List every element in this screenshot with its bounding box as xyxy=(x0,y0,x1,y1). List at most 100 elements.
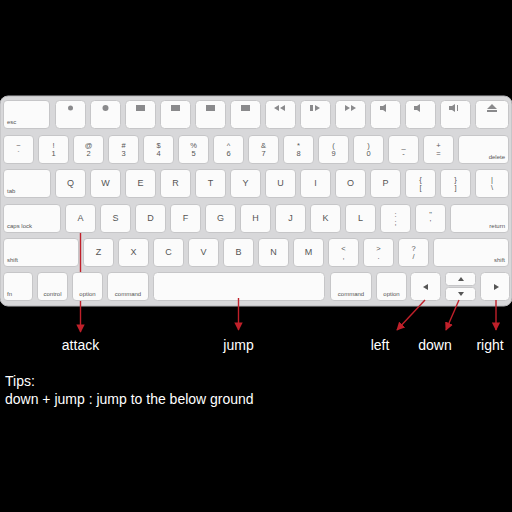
key-legend: G xyxy=(217,214,224,223)
keyboard-key: B xyxy=(223,238,254,267)
keyboard-key: control xyxy=(37,272,68,301)
keyboard-key: ~` xyxy=(3,135,34,164)
key-legend: , xyxy=(342,253,344,261)
key-legend: X xyxy=(130,248,136,257)
key-legend: O xyxy=(347,179,354,188)
key-legend: \ xyxy=(491,184,493,192)
keyboard-key: delete xyxy=(458,135,509,164)
key-legend: ( xyxy=(332,142,335,150)
keyboard-key: _- xyxy=(388,135,419,164)
keyboard-key: <, xyxy=(328,238,359,267)
function-key-icons xyxy=(68,104,497,112)
control-label: right xyxy=(476,338,503,353)
key-legend: K xyxy=(322,214,328,223)
key-legend: caps lock xyxy=(7,223,32,229)
key-legend: delete xyxy=(489,154,505,160)
keyboard-key: Z xyxy=(83,238,114,267)
key-legend: ) xyxy=(367,142,370,150)
key-legend: E xyxy=(137,179,143,188)
key-legend: D xyxy=(147,214,154,223)
keyboard-key: I xyxy=(300,169,331,198)
key-legend: ? xyxy=(411,245,415,253)
keyboard-key: option xyxy=(72,272,103,301)
key-legend: S xyxy=(112,214,118,223)
keyboard-key: option xyxy=(376,272,407,301)
keyboard-key: }] xyxy=(440,169,471,198)
key-legend: } xyxy=(454,176,457,184)
key-legend: command xyxy=(115,291,141,297)
keyboard-key: O xyxy=(335,169,366,198)
keyboard-key: G xyxy=(205,204,236,233)
tips-heading: Tips: xyxy=(5,374,35,389)
key-legend: 7 xyxy=(261,150,265,158)
keyboard-key: += xyxy=(423,135,454,164)
keyboard-key: %5 xyxy=(178,135,209,164)
keyboard-key: A xyxy=(65,204,96,233)
key-legend: T xyxy=(208,179,214,188)
key-legend: ! xyxy=(52,142,54,150)
key-legend: N xyxy=(270,248,277,257)
keyboard-key: tab xyxy=(3,169,51,198)
key-legend: " xyxy=(429,211,432,219)
key-legend: 1 xyxy=(51,150,55,158)
keyboard-key: R xyxy=(160,169,191,198)
key-legend: return xyxy=(489,223,505,229)
keyboard-key: shift xyxy=(433,238,509,267)
key-legend: J xyxy=(288,214,293,223)
control-label: jump xyxy=(223,338,253,353)
key-legend: F xyxy=(183,214,189,223)
key-legend: ' xyxy=(430,219,431,227)
keyboard-key: J xyxy=(275,204,306,233)
key-legend: ~ xyxy=(16,142,20,150)
keyboard-key: :; xyxy=(380,204,411,233)
key-legend: ^ xyxy=(227,142,231,150)
keyboard-key: command xyxy=(107,272,149,301)
key-legend: H xyxy=(252,214,259,223)
key-legend: / xyxy=(412,253,414,261)
key-legend: A xyxy=(77,214,83,223)
key-legend: option xyxy=(383,291,399,297)
key-legend: ` xyxy=(17,150,20,158)
keyboard-key: V xyxy=(188,238,219,267)
key-legend: command xyxy=(338,291,364,297)
key-legend: esc xyxy=(7,119,16,125)
keyboard-key: ?/ xyxy=(398,238,429,267)
key-legend: $ xyxy=(156,142,160,150)
key-legend: tab xyxy=(7,188,15,194)
arrow-keys xyxy=(411,273,510,301)
keyboard-key: shift xyxy=(3,238,79,267)
keyboard-key: (9 xyxy=(318,135,349,164)
keyboard-key: !1 xyxy=(38,135,69,164)
tip-text: down + jump : jump to the below ground xyxy=(5,392,254,407)
key-legend: C xyxy=(165,248,172,257)
key-legend: 5 xyxy=(191,150,195,158)
key-legend: @ xyxy=(85,142,93,150)
key-legend: R xyxy=(172,179,179,188)
keyboard-key: *8 xyxy=(283,135,314,164)
keyboard-key: M xyxy=(293,238,324,267)
keyboard-key: E xyxy=(125,169,156,198)
key-legend: W xyxy=(101,179,110,188)
key-legend: Z xyxy=(96,248,102,257)
key-legend: & xyxy=(261,142,266,150)
function-keys xyxy=(56,101,509,129)
key-legend: ; xyxy=(394,219,396,227)
keyboard-key: $4 xyxy=(143,135,174,164)
key-legend: ] xyxy=(454,184,456,192)
key-legend: 2 xyxy=(86,150,90,158)
keyboard-key: N xyxy=(258,238,289,267)
key-legend: fn xyxy=(7,291,12,297)
keyboard-key: T xyxy=(195,169,226,198)
key-legend: option xyxy=(79,291,95,297)
keyboard-key: "' xyxy=(415,204,446,233)
key-legend: B xyxy=(235,248,241,257)
keyboard-key: F xyxy=(170,204,201,233)
key-legend: _ xyxy=(401,142,405,150)
keyboard-key: U xyxy=(265,169,296,198)
key-legend: : xyxy=(394,211,396,219)
keyboard-key: #3 xyxy=(108,135,139,164)
key-legend: # xyxy=(121,142,125,150)
control-label: left xyxy=(371,338,390,353)
key-legend: = xyxy=(436,150,440,158)
keyboard-key: Q xyxy=(55,169,86,198)
